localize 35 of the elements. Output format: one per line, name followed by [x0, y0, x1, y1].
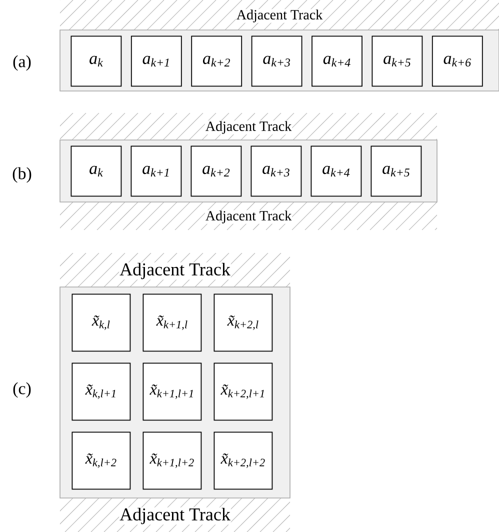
symbol-box: a$_{k+2}$: [190, 146, 242, 197]
panel-label: (b): [12, 167, 32, 183]
symbol-box: x̃$_{k+2,l+1}$: [214, 362, 273, 421]
symbol-box: x̃$_{k+1,l+2}$: [142, 432, 202, 490]
node-label: Adjacent Track: [206, 210, 292, 224]
node-label: Adjacent Track: [206, 121, 292, 134]
symbol-box: a$_{k+5}$: [370, 146, 422, 197]
symbol-box: x̃$_{k+1,l}$: [142, 294, 202, 352]
panel-label: (c): [13, 382, 31, 398]
symbol-box: a$_{k}$: [70, 146, 122, 197]
symbol-box: a$_{k+3}$: [250, 146, 302, 197]
symbol-box: x̃$_{k+1,l+1}$: [142, 362, 202, 421]
symbol-box: a$_{k+4}$: [312, 36, 362, 87]
symbol-box: a$_{k+6}$: [432, 36, 483, 87]
symbol-box: x̃$_{k,l}$: [72, 294, 131, 352]
adjacent-track-hatch: Adjacent Track: [60, 113, 437, 140]
symbol-box: x̃$_{k+2,l}$: [214, 294, 273, 352]
symbol-box: x̃$_{k,l+2}$: [72, 432, 131, 490]
symbol-box: x̃$_{k,l+1}$: [72, 362, 131, 421]
node-label: Adjacent Track: [120, 508, 230, 524]
symbol-box: a$_{k+1}$: [130, 146, 182, 197]
symbol-box: a$_{k+2}$: [191, 36, 242, 87]
panel-label: (a): [13, 55, 31, 71]
adjacent-track-hatch: Adjacent Track: [60, 253, 290, 287]
symbol-box: x̃$_{k+2,l+2}$: [214, 432, 273, 490]
symbol-box: a$_{k+5}$: [372, 36, 423, 87]
symbol-box: a$_{k+3}$: [251, 36, 302, 87]
node-label: Adjacent Track: [120, 262, 230, 280]
node-label: Adjacent Track: [236, 10, 323, 22]
symbol-box: a$_{k+1}$: [130, 36, 182, 87]
symbol-box: a$_{k+4}$: [310, 146, 362, 197]
adjacent-track-hatch: Adjacent Track: [60, 498, 290, 532]
adjacent-track-hatch: Adjacent Track: [60, 202, 437, 230]
adjacent-track-hatch: Adjacent Track: [60, 0, 499, 30]
symbol-box: a$_{k}$: [70, 36, 122, 87]
